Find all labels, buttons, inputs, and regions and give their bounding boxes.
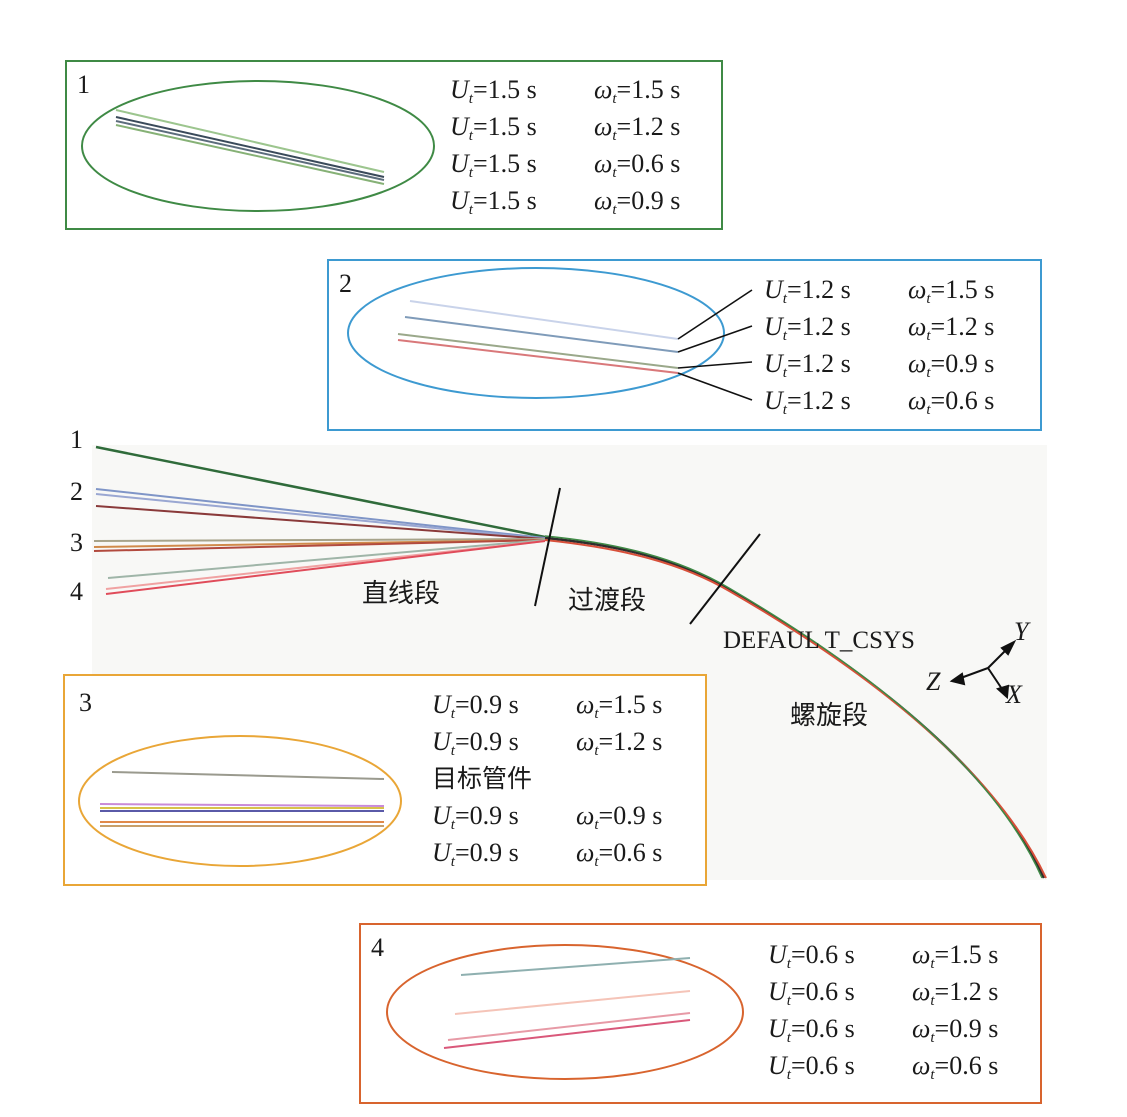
panel-4-traces <box>443 957 691 1049</box>
panel-4-ellipse <box>386 944 744 1080</box>
legend-row-target: 目标管件 <box>432 764 533 793</box>
panel-3-traces <box>99 771 385 827</box>
panel-4-number: 4 <box>371 933 384 962</box>
panel-1-number: 1 <box>77 70 90 99</box>
trace-2a-straight <box>95 488 546 539</box>
axis-y-label: Y <box>1014 617 1029 646</box>
panel-4-trace-a <box>460 957 691 976</box>
axis-x-label: X <box>1006 680 1022 709</box>
panel-4-trace-d <box>443 1019 691 1049</box>
panel-4: 4 <box>359 923 1042 1104</box>
line-number-3: 3 <box>70 528 83 557</box>
trace-4a-straight <box>107 539 546 579</box>
leader-2-4 <box>677 372 753 401</box>
panel-1-traces <box>115 109 385 185</box>
panel-4-trace-c <box>447 1012 691 1041</box>
line-number-4: 4 <box>70 577 83 606</box>
panel-2-number: 2 <box>339 269 352 298</box>
panel-1-ellipse <box>81 80 435 212</box>
trace-3a-straight <box>93 538 546 542</box>
pipe-traces <box>93 445 1047 879</box>
trace-spiral-green <box>544 535 1043 879</box>
panel-3-trace-b <box>99 803 385 807</box>
panel-2-trace-b <box>404 316 679 353</box>
panel-2-traces <box>397 300 679 374</box>
panel-2-trace-a <box>409 300 679 340</box>
divider-transition-spiral <box>689 533 761 625</box>
panel-1-trace-d <box>115 124 385 185</box>
trace-3c-straight <box>93 539 546 552</box>
trace-2c-straight <box>95 505 546 540</box>
axis-x-arrow <box>995 684 1010 700</box>
panel-1-trace-a <box>115 109 385 173</box>
panel-2-leaders <box>677 289 753 401</box>
segment-spiral-label: 螺旋段 <box>790 701 869 731</box>
panel-2-ellipse <box>347 267 725 399</box>
trace-2b-straight <box>95 493 546 540</box>
panel-3-trace-a <box>111 771 385 780</box>
panel-2-trace-c <box>397 333 679 369</box>
trace-4c-straight <box>105 540 546 595</box>
axis-y-arrow <box>1000 639 1017 656</box>
csys-axes <box>949 639 1017 700</box>
axis-z-arrow <box>949 672 966 686</box>
leader-2-1 <box>677 289 753 340</box>
leader-2-2 <box>677 325 753 353</box>
trace-spiral-red <box>544 539 1047 879</box>
panel-3: 3 <box>63 674 707 886</box>
csys-label: DEFAUL T_CSYS <box>723 627 915 654</box>
leader-2-3 <box>677 361 753 369</box>
panel-3-ellipse <box>78 735 402 867</box>
panel-3-number: 3 <box>79 688 92 717</box>
axis-z-label: Z <box>926 667 941 696</box>
trace-1-straight <box>95 445 546 539</box>
panel-1-trace-b <box>115 116 385 178</box>
segment-transition-label: 过渡段 <box>568 586 647 616</box>
segment-straight-label: 直线段 <box>362 579 441 609</box>
divider-straight-transition <box>534 487 561 607</box>
panel-1-trace-c <box>115 120 385 181</box>
line-number-2: 2 <box>70 477 83 506</box>
line-number-1: 1 <box>70 425 83 454</box>
panel-2-trace-d <box>397 339 679 374</box>
panel-4-trace-b <box>454 990 691 1015</box>
